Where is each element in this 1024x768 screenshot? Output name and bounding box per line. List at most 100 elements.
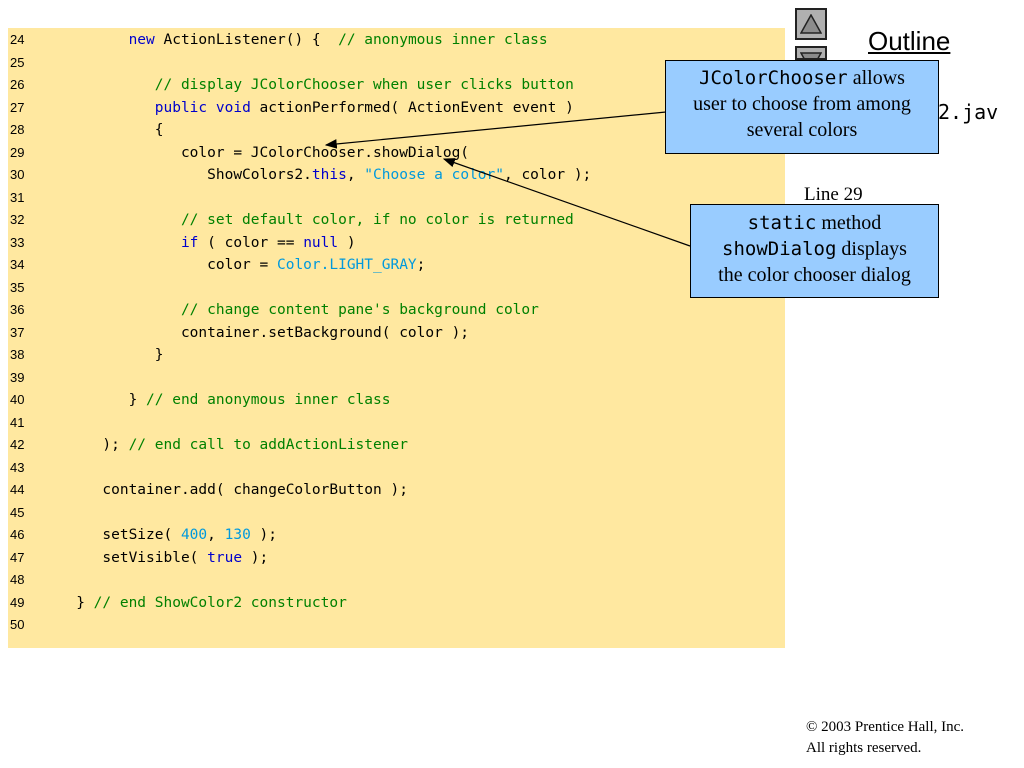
code-text: container.add( changeColorButton ); bbox=[50, 479, 408, 501]
code-line: 26 // display JColorChooser when user cl… bbox=[8, 74, 785, 96]
line-number: 44 bbox=[10, 482, 25, 497]
code-token: setVisible( bbox=[50, 549, 208, 566]
code-token: // set default color, if no color is ret… bbox=[180, 212, 574, 228]
callout-code-static: static bbox=[747, 212, 817, 234]
code-text: if ( color == null ) bbox=[50, 232, 356, 254]
code-line: 37 container.setBackground( color ); bbox=[8, 322, 785, 344]
code-token: ActionListener() { bbox=[154, 32, 339, 48]
callout-text: allows bbox=[847, 67, 905, 89]
code-token: // change content pane's background colo… bbox=[180, 302, 539, 318]
code-line: 40 } // end anonymous inner class bbox=[8, 389, 785, 411]
code-text: setVisible( true ); bbox=[50, 547, 268, 569]
code-text: { bbox=[50, 119, 164, 141]
code-token: // end anonymous inner class bbox=[146, 392, 391, 408]
code-text: color = Color.LIGHT_GRAY; bbox=[50, 254, 425, 276]
line-number: 34 bbox=[10, 257, 25, 272]
code-text: container.setBackground( color ); bbox=[50, 322, 469, 344]
code-line: 24 new ActionListener() { // anonymous i… bbox=[8, 29, 785, 51]
code-token: this bbox=[311, 167, 347, 183]
code-token: container.add( changeColorButton ); bbox=[50, 482, 408, 498]
code-token: new bbox=[128, 32, 155, 48]
code-token: void bbox=[215, 99, 251, 116]
code-token: // end ShowColor2 constructor bbox=[93, 594, 347, 611]
code-token: , bbox=[346, 167, 365, 183]
code-line: 28 { bbox=[8, 119, 785, 141]
callout-showdialog: static method showDialog displays the co… bbox=[690, 204, 939, 298]
code-token: if bbox=[180, 234, 199, 251]
code-line: 43 bbox=[8, 457, 785, 479]
line-number: 45 bbox=[10, 504, 25, 520]
code-line: 46 setSize( 400, 130 ); bbox=[8, 524, 785, 546]
code-token: ( color == bbox=[198, 234, 304, 251]
code-token: color = JColorChooser.showDialog( bbox=[50, 144, 470, 161]
callout-text: user to choose from among bbox=[693, 93, 911, 115]
callout-code-showdialog: showDialog bbox=[722, 238, 837, 260]
line-number: 42 bbox=[10, 437, 25, 452]
code-token: // anonymous inner class bbox=[338, 32, 548, 48]
code-line: 33 if ( color == null ) bbox=[8, 232, 785, 254]
line-number: 35 bbox=[10, 279, 25, 295]
outline-title[interactable]: Outline bbox=[868, 26, 951, 56]
next-slide-button[interactable] bbox=[795, 46, 827, 60]
code-token: ); bbox=[50, 437, 129, 453]
line-number: 46 bbox=[10, 527, 25, 542]
code-token: // display JColorChooser when user click… bbox=[154, 77, 574, 93]
code-line: 29 color = JColorChooser.showDialog( bbox=[8, 142, 785, 164]
callout-text: several colors bbox=[746, 119, 858, 141]
line-number: 50 bbox=[10, 617, 25, 632]
line-number: 26 bbox=[10, 77, 25, 92]
code-text: ); // end call to addActionListener bbox=[50, 434, 408, 456]
code-token: } bbox=[50, 347, 164, 363]
code-text: setSize( 400, 130 ); bbox=[50, 524, 277, 546]
copyright-text: © 2003 Prentice Hall, Inc. bbox=[806, 719, 965, 735]
line-number: 30 bbox=[10, 167, 25, 182]
line-number: 38 bbox=[10, 347, 25, 362]
code-token: ); bbox=[242, 549, 269, 566]
code-text: } // end ShowColor2 constructor bbox=[50, 592, 347, 614]
code-token: setSize( bbox=[50, 527, 181, 543]
code-token: 130 bbox=[224, 527, 251, 543]
code-line: 35 bbox=[8, 277, 785, 299]
line-number: 36 bbox=[10, 302, 25, 317]
code-line: 38 } bbox=[8, 344, 785, 366]
line-number: 24 bbox=[10, 32, 25, 47]
code-line: 27 public void actionPerformed( ActionEv… bbox=[8, 97, 785, 119]
code-token: public bbox=[154, 99, 208, 116]
code-token: { bbox=[50, 122, 164, 138]
callout-text: the color chooser dialog bbox=[718, 264, 911, 286]
copyright-footer: © 2003 Prentice Hall, Inc. All rights re… bbox=[806, 717, 964, 759]
line-number: 48 bbox=[10, 572, 25, 587]
line-number: 25 bbox=[10, 54, 25, 70]
code-listing-panel: 24 new ActionListener() { // anonymous i… bbox=[8, 28, 785, 648]
code-text: new ActionListener() { // anonymous inne… bbox=[50, 29, 548, 51]
code-line: 31 bbox=[8, 187, 785, 209]
code-token: ) bbox=[338, 234, 356, 251]
line-number: 29 bbox=[10, 144, 25, 160]
code-text: // set default color, if no color is ret… bbox=[50, 209, 574, 231]
code-text: // display JColorChooser when user click… bbox=[50, 74, 574, 96]
code-text: } // end anonymous inner class bbox=[50, 389, 391, 411]
callout-text: displays bbox=[836, 238, 907, 260]
line-number: 28 bbox=[10, 122, 25, 137]
code-line: 42 ); // end call to addActionListener bbox=[8, 434, 785, 456]
callout-code-jcolorchooser: JColorChooser bbox=[699, 67, 848, 89]
code-text: ShowColors2.this, "Choose a color", colo… bbox=[50, 164, 591, 186]
previous-slide-button[interactable] bbox=[795, 8, 827, 40]
code-token: } bbox=[50, 594, 94, 611]
line-number: 49 bbox=[10, 594, 25, 610]
code-token: } bbox=[50, 392, 147, 408]
code-line: 48 bbox=[8, 569, 785, 591]
arrow-to-jcolorchooser bbox=[324, 111, 667, 149]
code-token: Color.LIGHT_GRAY bbox=[276, 257, 417, 273]
line-number: 40 bbox=[10, 392, 25, 407]
triangle-up-icon bbox=[800, 14, 822, 34]
code-line: 34 color = Color.LIGHT_GRAY; bbox=[8, 254, 785, 276]
line-number: 43 bbox=[10, 459, 25, 475]
code-line: 41 bbox=[8, 412, 785, 434]
code-line: 50 bbox=[8, 614, 785, 636]
code-token: ); bbox=[250, 527, 278, 543]
file-name-label: 2.jav bbox=[938, 100, 999, 124]
code-line: 47 setVisible( true ); bbox=[8, 547, 785, 569]
callout-text: method bbox=[816, 212, 882, 234]
code-token: true bbox=[207, 549, 243, 566]
